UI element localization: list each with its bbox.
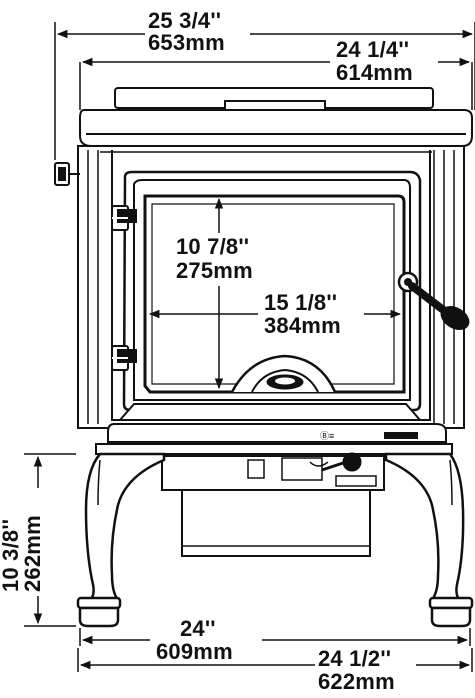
- base-width-metric: 622mm: [318, 669, 395, 694]
- glass-width-metric: 384mm: [264, 313, 341, 338]
- stove-leg-left: [76, 452, 166, 628]
- door-hinge-bottom: [111, 345, 137, 371]
- door-hinge-top: [111, 205, 137, 231]
- glass-height-imperial: 10 7/8'': [176, 234, 249, 259]
- svg-text:Ⓑ≡: Ⓑ≡: [320, 431, 334, 441]
- overall-width-metric: 653mm: [148, 30, 225, 55]
- ash-lip: Ⓑ≡: [95, 403, 453, 455]
- stove-door: [122, 170, 422, 412]
- dimension-lines: [24, 22, 475, 672]
- stove-leg-right: [384, 452, 474, 628]
- glass-width-imperial: 15 1/8'': [264, 290, 337, 315]
- leg-span-metric: 609mm: [156, 639, 233, 664]
- leg-height-imperial: 10 3/8'': [0, 519, 23, 592]
- base-width-imperial: 24 1/2'': [318, 646, 391, 671]
- glass-height-metric: 275mm: [176, 258, 253, 283]
- overall-width-imperial: 25 3/4'': [148, 8, 221, 33]
- ash-pan-drawer: [161, 452, 385, 557]
- door-handle-icon: [397, 271, 470, 330]
- body-width-metric: 614mm: [336, 60, 413, 85]
- air-control-icon: [54, 162, 80, 186]
- body-width-imperial: 24 1/4'': [336, 37, 409, 62]
- leg-span-imperial: 24'': [180, 616, 216, 641]
- leg-height-metric: 262mm: [20, 515, 45, 592]
- dimension-labels: 25 3/4'' 653mm 24 1/4'' 614mm 10 7/8'' 2…: [0, 8, 413, 694]
